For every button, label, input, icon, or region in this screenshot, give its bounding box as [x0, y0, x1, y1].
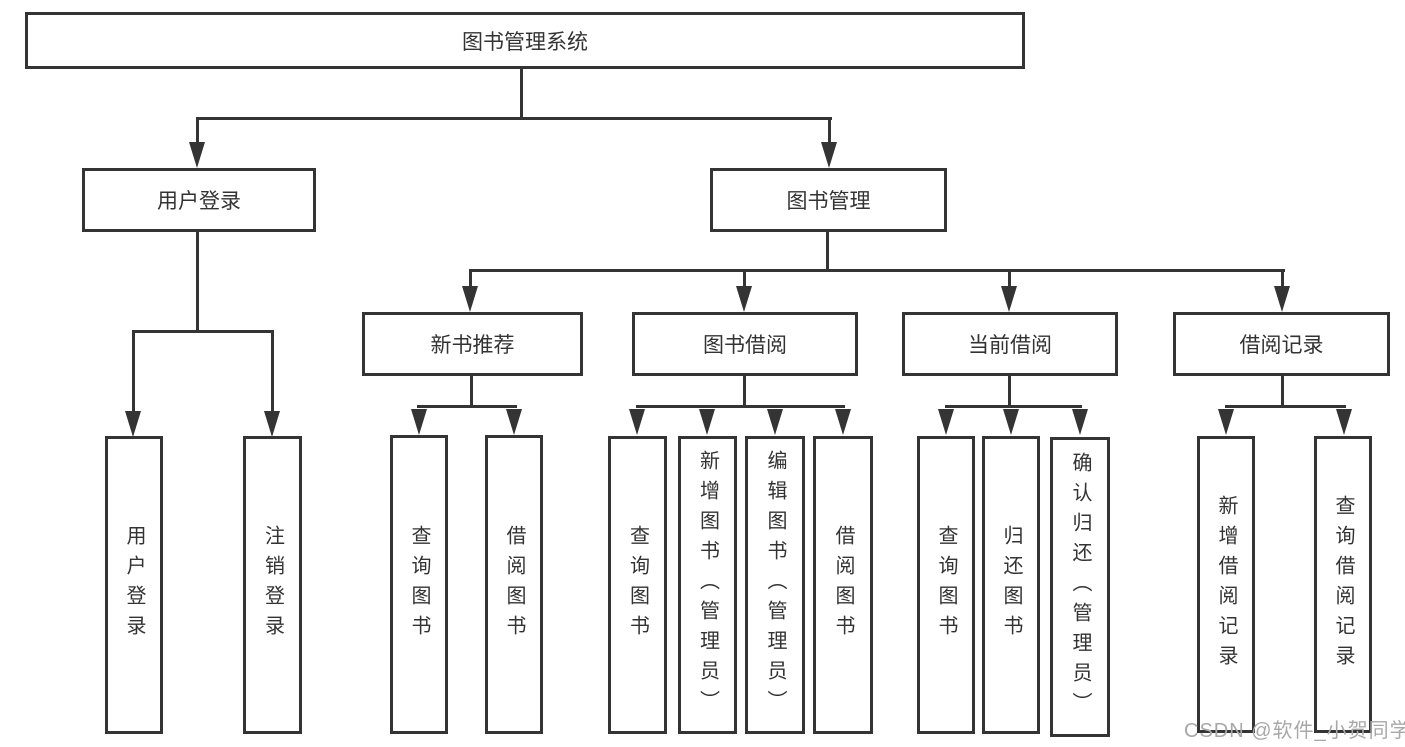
leaf-logout-label: 注销登录 [261, 525, 284, 645]
leaf-cb-query-books-label: 查询图书 [935, 525, 957, 645]
arrowhead-down-icon [835, 409, 851, 435]
leaf-bb-borrow-books: 借阅图书 [813, 436, 873, 734]
arrowhead-down-icon [189, 142, 205, 168]
arrowhead-down-icon [1072, 409, 1088, 435]
connector-line [945, 405, 1082, 408]
connector-line [1281, 376, 1284, 408]
connector-line [132, 330, 135, 415]
connector-line [196, 117, 832, 120]
leaf-bb-edit-books-admin-label: 编辑图书（管理员） [764, 450, 786, 720]
node-new-book-recommend: 新书推荐 [362, 312, 583, 376]
connector-line [417, 405, 517, 408]
connector-line [470, 376, 473, 408]
leaf-nb-query-books-label: 查询图书 [408, 524, 430, 645]
leaf-nb-borrow-books: 借阅图书 [485, 435, 543, 734]
arrowhead-down-icon [125, 411, 141, 437]
arrowhead-down-icon [699, 409, 715, 435]
connector-line [1008, 269, 1011, 289]
csdn-watermark: CSDN @软件_小贺同学 [1184, 720, 1405, 742]
arrowhead-down-icon [767, 409, 783, 435]
connector-line [743, 376, 746, 408]
leaf-br-query-record-label: 查询借阅记录 [1332, 494, 1354, 675]
arrowhead-down-icon [462, 286, 478, 312]
leaf-cb-query-books: 查询图书 [917, 436, 975, 734]
connector-line [743, 269, 746, 289]
leaf-nb-query-books: 查询图书 [390, 435, 448, 734]
connector-line [271, 330, 274, 415]
connector-line [1225, 405, 1346, 408]
leaf-user-login-label: 用户登录 [123, 525, 145, 645]
node-book-borrowing: 图书借阅 [632, 312, 858, 376]
arrowhead-down-icon [264, 411, 280, 437]
node-user-login: 用户登录 [82, 168, 316, 232]
leaf-cb-confirm-return-admin: 确认归还（管理员） [1050, 437, 1110, 737]
leaf-bb-borrow-books-label: 借阅图书 [832, 525, 854, 645]
leaf-br-add-record-label: 新增借阅记录 [1215, 494, 1237, 675]
leaf-bb-query-books: 查询图书 [608, 436, 667, 734]
connector-line [826, 232, 829, 272]
arrowhead-down-icon [736, 286, 752, 312]
node-current-borrowing: 当前借阅 [902, 312, 1118, 376]
leaf-bb-edit-books-admin: 编辑图书（管理员） [745, 436, 805, 734]
connector-line [520, 68, 523, 120]
connector-line [636, 405, 845, 408]
leaf-logout: 注销登录 [243, 436, 302, 734]
arrowhead-down-icon [1001, 286, 1017, 312]
leaf-nb-borrow-books-label: 借阅图书 [503, 524, 525, 645]
leaf-br-add-record: 新增借阅记录 [1197, 436, 1255, 733]
connector-line [828, 117, 831, 147]
arrowhead-down-icon [1274, 286, 1290, 312]
connector-line [196, 232, 199, 333]
leaf-bb-add-books-admin: 新增图书（管理员） [678, 436, 737, 734]
connector-line [469, 269, 1285, 272]
leaf-user-login: 用户登录 [105, 436, 163, 734]
connector-line [1008, 376, 1011, 408]
node-book-management: 图书管理 [710, 168, 947, 232]
arrowhead-down-icon [1003, 409, 1019, 435]
arrowhead-down-icon [1336, 409, 1352, 435]
node-root-library-system: 图书管理系统 [25, 12, 1025, 69]
connector-line [132, 330, 274, 333]
connector-line [469, 269, 472, 289]
arrowhead-down-icon [1218, 409, 1234, 435]
connector-line [196, 117, 199, 147]
arrowhead-down-icon [821, 142, 837, 168]
leaf-cb-return-books: 归还图书 [982, 436, 1040, 734]
arrowhead-down-icon [938, 409, 954, 435]
leaf-bb-query-books-label: 查询图书 [626, 525, 649, 645]
leaf-cb-return-books-label: 归还图书 [1000, 525, 1022, 645]
connector-line [1281, 269, 1284, 289]
node-borrow-records: 借阅记录 [1173, 312, 1390, 376]
arrowhead-down-icon [411, 409, 427, 435]
arrowhead-down-icon [629, 409, 645, 435]
arrowhead-down-icon [506, 409, 522, 435]
leaf-br-query-record: 查询借阅记录 [1314, 436, 1372, 733]
leaf-bb-add-books-admin-label: 新增图书（管理员） [696, 450, 719, 720]
leaf-cb-confirm-return-admin-label: 确认归还（管理员） [1069, 452, 1091, 722]
